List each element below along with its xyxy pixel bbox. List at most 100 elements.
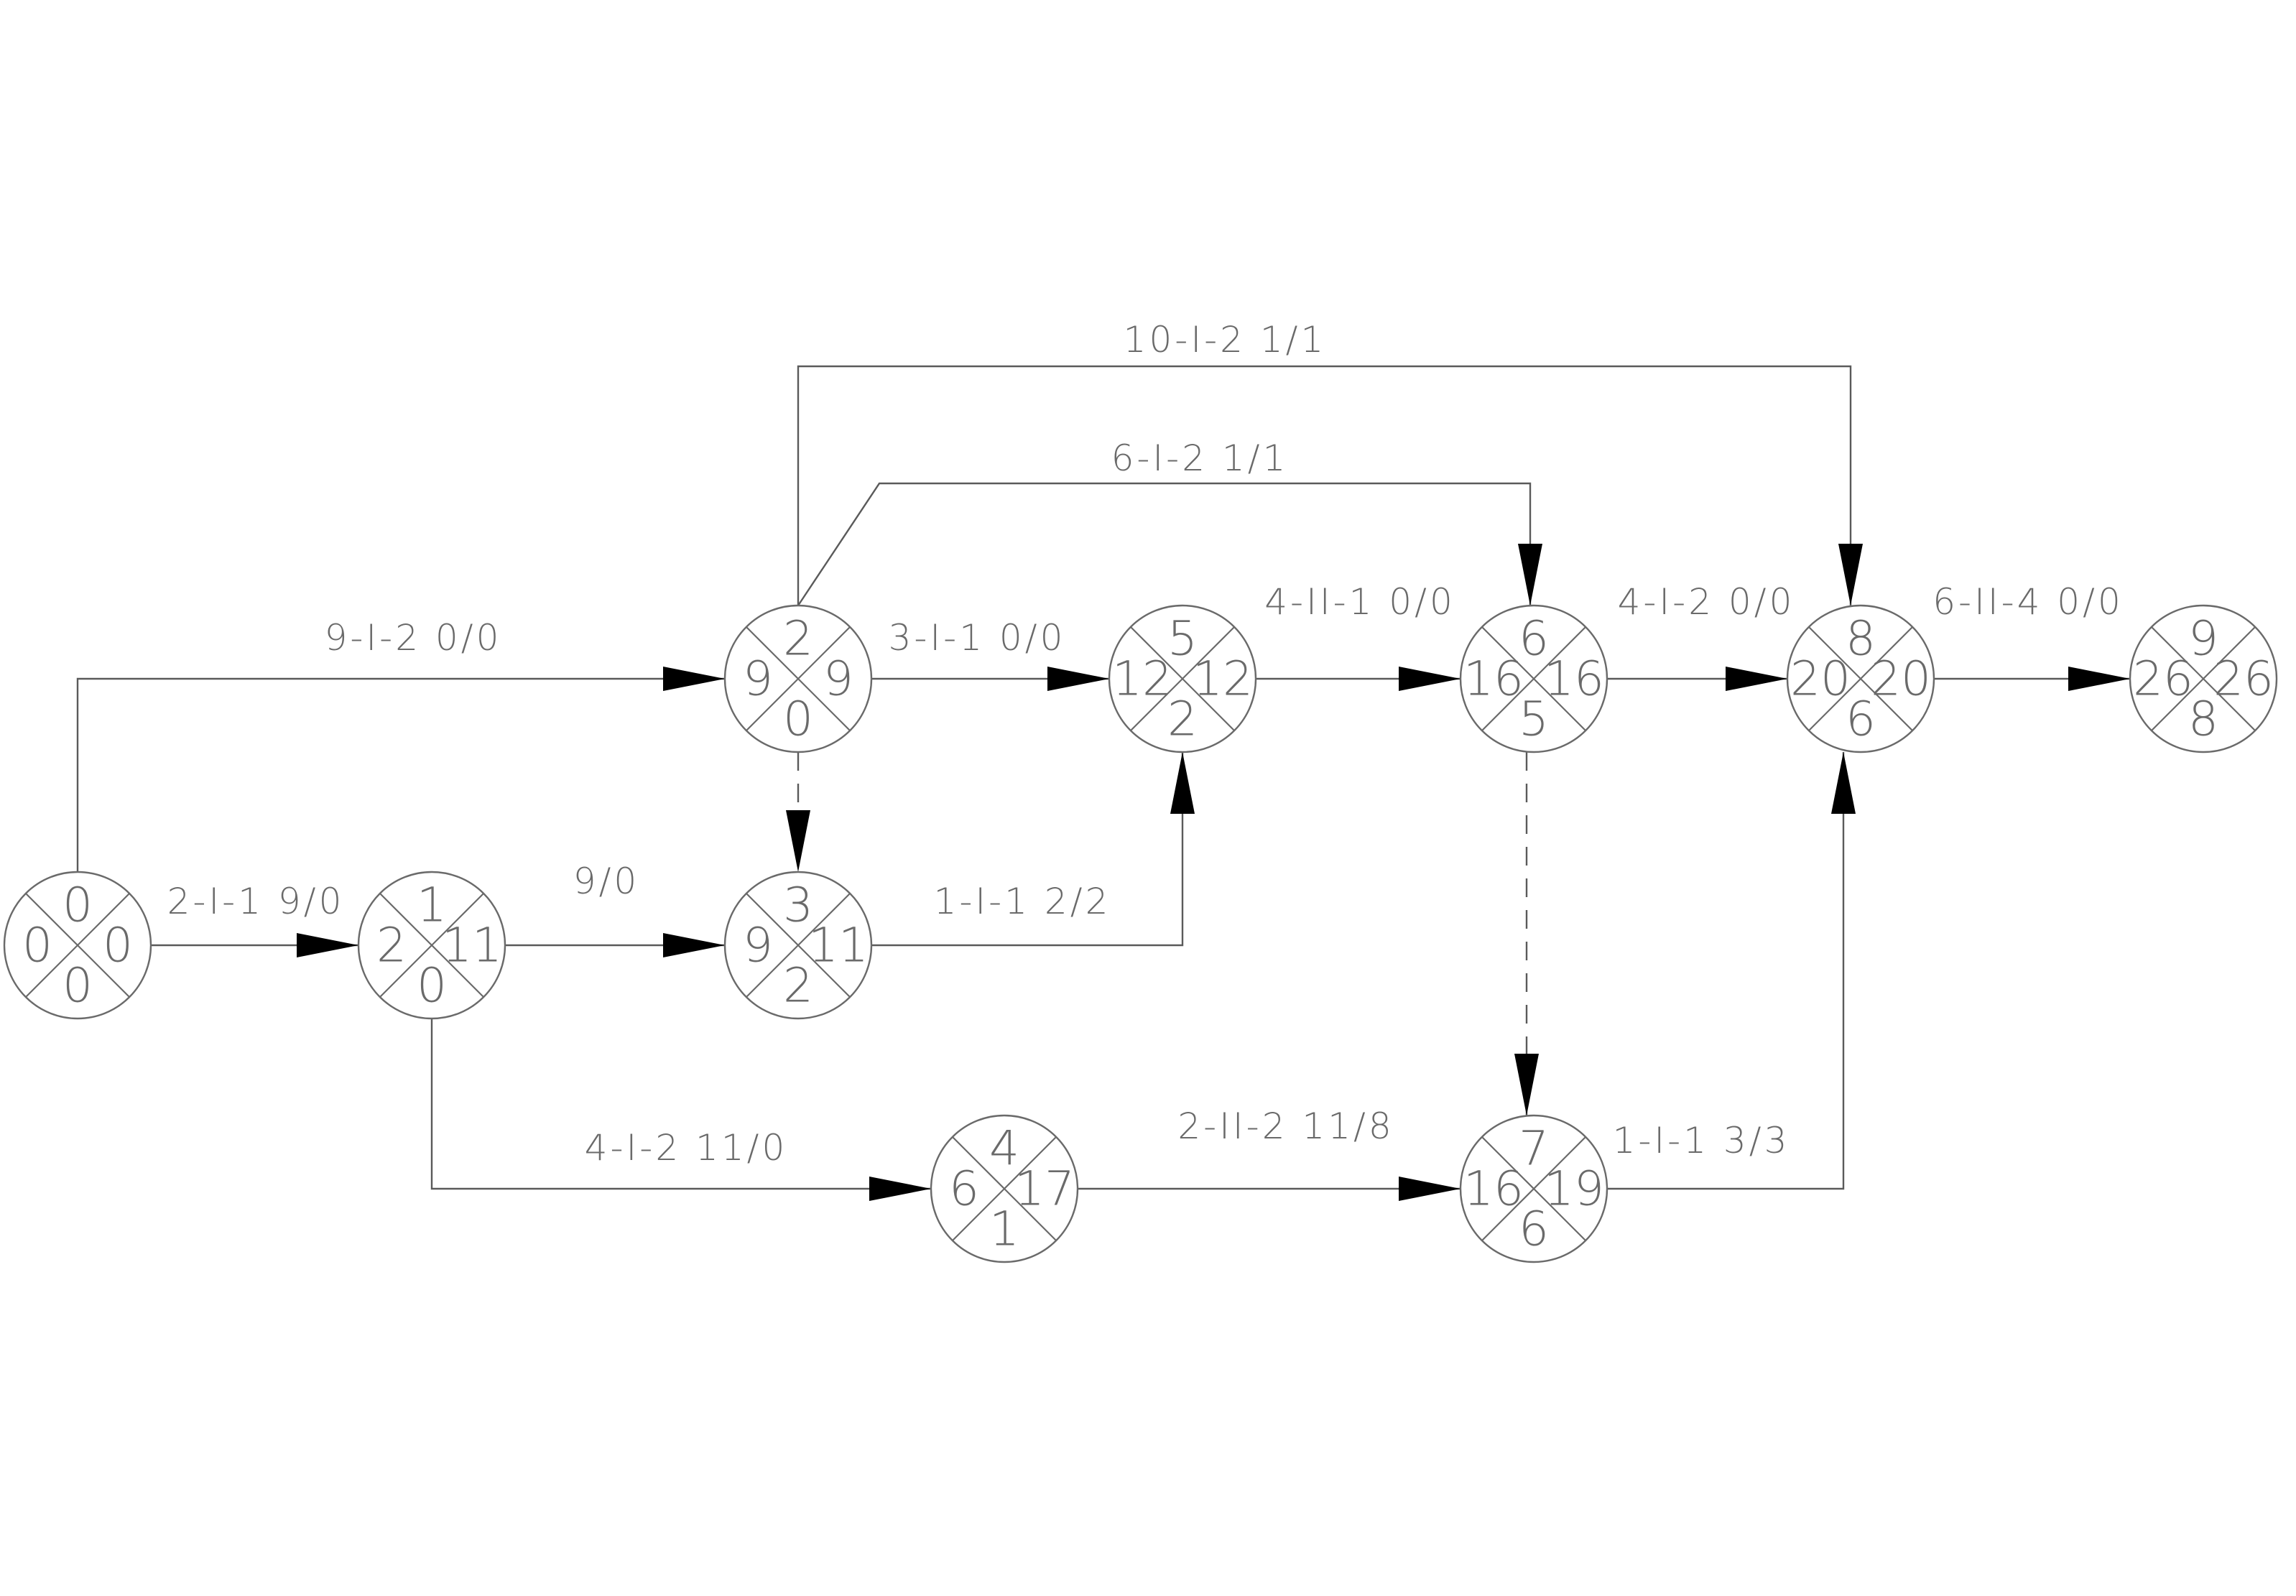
node-divider [379,893,484,998]
node-right-value: 11 [808,918,869,973]
node-top-value: 1 [417,878,447,933]
node-bottom-value: 0 [63,958,93,1013]
edge-label: 4-II-1 0/0 [1264,581,1455,623]
arrowhead [1838,544,1863,606]
node-right-value: 19 [1544,1161,1604,1217]
arrowhead [1170,752,1195,814]
arrowhead [297,933,358,957]
node-right-value: 20 [1871,651,1931,707]
node-bottom-value: 6 [1846,692,1876,747]
node-8: 8 620 20 [1786,604,1935,753]
node-left-value: 6 [949,1161,979,1217]
edge-label: 9-I-2 0/0 [325,617,502,659]
edge-label: 1-I-1 3/3 [1613,1120,1790,1161]
node-top-value: 3 [783,878,813,933]
edge-line [1607,752,1845,1190]
arrowhead [663,667,725,691]
node-bottom-value: 2 [1167,692,1198,747]
node-bottom-value: 0 [417,958,447,1013]
edge-line [797,365,1852,606]
node-bottom-value: 6 [1519,1202,1549,1257]
edge-label: 10-I-2 1/1 [1124,319,1327,361]
node-bottom-value: 0 [783,692,813,747]
edge-2-5 [871,667,1109,691]
node-left-value: 9 [743,918,773,973]
node-top-value: 7 [1519,1121,1549,1177]
node-divider [1481,1136,1586,1241]
node-left-value: 20 [1790,651,1851,707]
arrowhead [1514,1054,1539,1115]
edge-label: 3-I-1 0/0 [889,617,1066,659]
node-top-value: 2 [783,611,813,667]
edge-label: 1-I-1 2/2 [934,881,1111,922]
edge-6-7 [1514,752,1539,1115]
node-top-value: 0 [63,878,93,933]
node-divider [1130,626,1235,731]
node-right-value: 0 [103,918,133,973]
node-bottom-value: 8 [2188,692,2218,747]
arrowhead [1399,667,1461,691]
arrowhead [1047,667,1109,691]
arrowhead [786,810,810,872]
edge-line [871,752,1184,947]
edge-line [76,677,725,872]
arrowhead [1518,544,1542,606]
edge-label: 6-II-4 0/0 [1932,581,2124,623]
edge-1-3 [505,933,725,957]
arrowhead [1399,1177,1461,1201]
arrowhead [1831,752,1856,814]
node-left-value: 26 [2133,651,2193,707]
node-top-value: 6 [1519,611,1549,667]
edge-0-2 [76,667,725,872]
edge-4-7 [1078,1177,1461,1201]
node-bottom-value: 5 [1519,692,1549,747]
node-left-value: 0 [22,918,52,973]
node-divider [952,1136,1057,1241]
edge-2-6 [797,482,1542,606]
edge-label: 2-II-2 11/8 [1177,1105,1394,1147]
edge-2-8 [797,365,1863,606]
edge-label: 4-I-2 0/0 [1618,581,1795,623]
node-right-value: 26 [2213,651,2274,707]
arrowhead [2068,667,2130,691]
arrowhead [869,1177,931,1201]
edge-6-8 [1607,667,1787,691]
edge-label: 6-I-2 1/1 [1111,437,1289,479]
node-divider [25,893,130,998]
edge-label: 4-I-2 11/0 [585,1127,788,1169]
arrowhead [663,933,725,957]
edge-0-1 [151,933,358,957]
arrowhead [1726,667,1787,691]
node-divider [746,893,851,998]
node-divider [2151,626,2256,731]
node-9: 9 826 26 [2129,604,2278,753]
node-divider [1808,626,1913,731]
node-right-value: 16 [1544,651,1604,707]
node-left-value: 16 [1463,1161,1524,1217]
edge-7-8 [1607,752,1856,1190]
node-right-value: 17 [1014,1161,1075,1217]
node-left-value: 2 [376,918,407,973]
edge-1-4 [430,1019,931,1201]
node-divider [1481,626,1586,731]
edge-line [430,1019,931,1190]
node-left-value: 12 [1112,651,1172,707]
node-top-value: 9 [2188,611,2218,667]
node-7: 7 616 19 [1459,1114,1608,1263]
node-divider [746,626,851,731]
node-top-value: 8 [1846,611,1876,667]
edge-8-9 [1934,667,2130,691]
edge-3-5 [871,752,1195,947]
edge-2-3 [786,752,810,872]
edges-layer [76,365,2130,1201]
